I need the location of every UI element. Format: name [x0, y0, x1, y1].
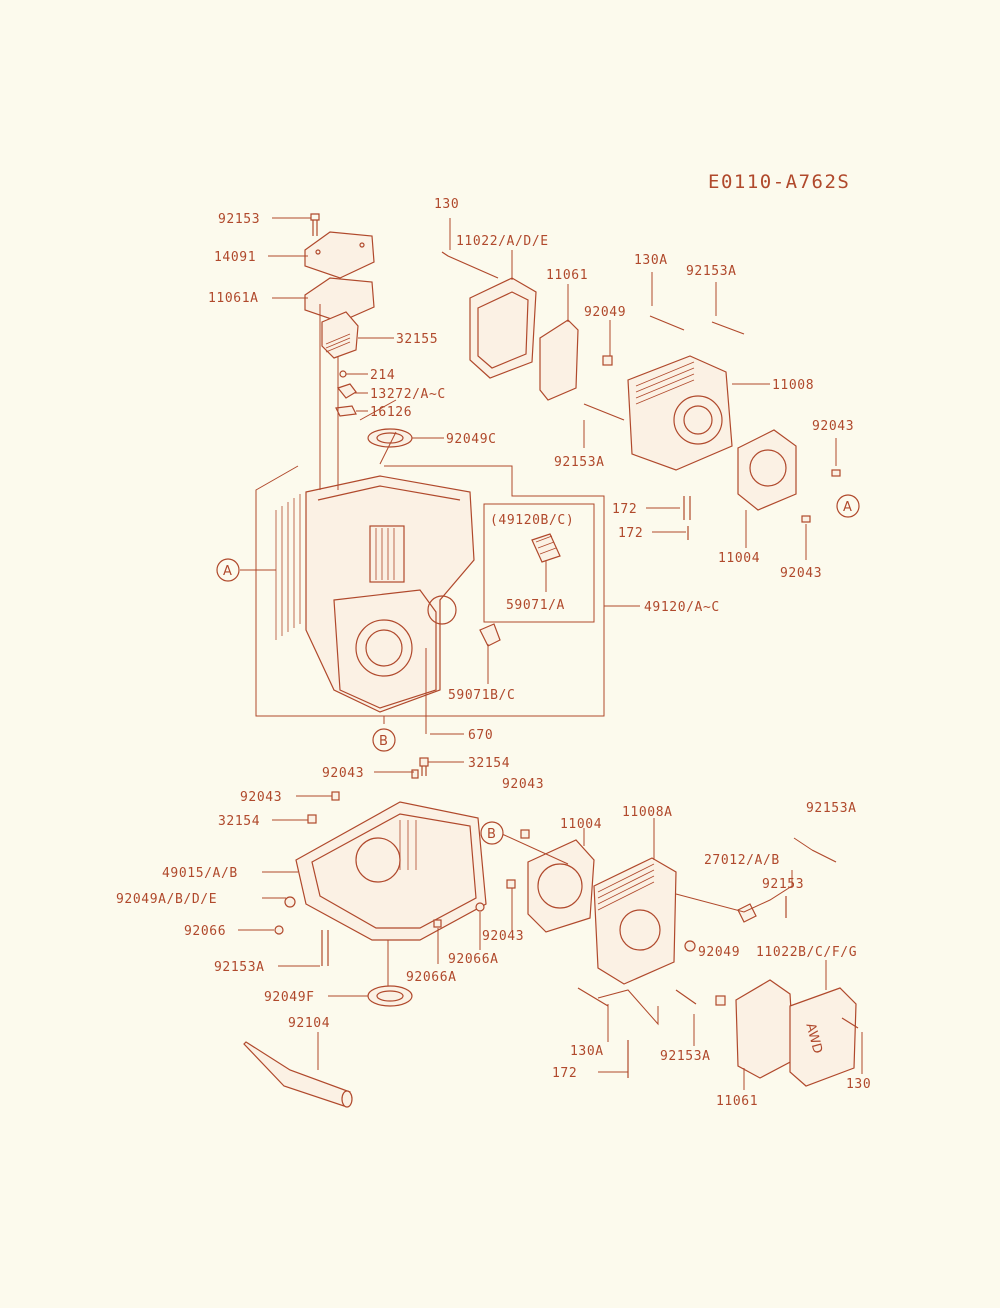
- label-92153a-bottom: 92153A: [660, 1049, 711, 1064]
- label-14091: 14091: [214, 250, 256, 265]
- breather-cover-assembly: [304, 213, 413, 448]
- label-16126: 16126: [370, 405, 412, 420]
- label-92043-left: 92043: [240, 790, 282, 805]
- label-92049-bottom: 92049: [698, 945, 740, 960]
- label-92043-r1: 92043: [812, 419, 854, 434]
- label-172-b: 172: [618, 526, 643, 541]
- ref-a-right: A: [843, 500, 852, 515]
- crankcase: [275, 475, 501, 713]
- label-11004-bottom: 11004: [560, 817, 602, 832]
- label-32154-left: 32154: [218, 814, 260, 829]
- label-92153a-right: 92153A: [806, 801, 857, 816]
- label-11061a: 11061A: [208, 291, 259, 306]
- label-92049c: 92049C: [446, 432, 497, 447]
- ref-circle-b-center: [372, 728, 396, 752]
- label-49120: 49120/A~C: [644, 600, 720, 615]
- label-92153-right: 92153: [762, 877, 804, 892]
- label-92153a-left: 92153A: [214, 960, 265, 975]
- rocker-cover-top: [441, 251, 579, 401]
- label-92066a-b: 92066A: [406, 970, 457, 985]
- label-92066a-a: 92066A: [448, 952, 499, 967]
- label-130a-bottom: 130A: [570, 1044, 604, 1059]
- label-130-bottom: 130: [846, 1077, 871, 1092]
- label-59071a: 59071/A: [506, 598, 565, 613]
- label-92043-center2: 92043: [502, 777, 544, 792]
- label-92153: 92153: [218, 212, 260, 227]
- label-11022bcfg: 11022B/C/F/G: [756, 945, 857, 960]
- label-92104: 92104: [288, 1016, 330, 1031]
- callout-brackets: [240, 304, 640, 734]
- label-27012: 27012/A/B: [704, 853, 780, 868]
- label-92043-mid: 92043: [322, 766, 364, 781]
- label-92049f: 92049F: [264, 990, 315, 1005]
- part-labels: 92153 14091 11061A 32155 214 13272/A~C 1…: [116, 197, 871, 1109]
- label-670: 670: [468, 728, 493, 743]
- cylinder-head-top: [583, 315, 841, 540]
- label-92049abde: 92049A/B/D/E: [116, 892, 217, 907]
- label-92043-r2: 92043: [780, 566, 822, 581]
- cylinder-head-bottom: AWD: [501, 829, 859, 1087]
- label-59071bc: 59071B/C: [448, 688, 515, 703]
- label-92043-center: 92043: [482, 929, 524, 944]
- diagram-code: E0110-A762S: [708, 171, 850, 193]
- label-92153a-mid: 92153A: [554, 455, 605, 470]
- reference-markers: A A B B: [216, 494, 860, 845]
- crankcase-cover: [243, 757, 487, 1108]
- label-11008a: 11008A: [622, 805, 673, 820]
- ref-b-center: B: [379, 734, 388, 749]
- label-92066: 92066: [184, 924, 226, 939]
- label-214: 214: [370, 368, 395, 383]
- label-130-top: 130: [434, 197, 459, 212]
- label-172-a: 172: [612, 502, 637, 517]
- label-11004-top: 11004: [718, 551, 760, 566]
- label-49120bc: (49120B/C): [490, 513, 574, 528]
- ref-a-left: A: [223, 564, 232, 579]
- label-11022: 11022/A/D/E: [456, 234, 549, 249]
- leader-lines: [238, 217, 863, 1090]
- ref-circle-a-left: [216, 558, 240, 582]
- ref-circle-a-right: [836, 494, 860, 518]
- label-49015: 49015/A/B: [162, 866, 238, 881]
- label-32155: 32155: [396, 332, 438, 347]
- label-11061-bottom: 11061: [716, 1094, 758, 1109]
- label-92049-top: 92049: [584, 305, 626, 320]
- label-172-bottom: 172: [552, 1066, 577, 1081]
- label-32154-top: 32154: [468, 756, 510, 771]
- label-11061-top: 11061: [546, 268, 588, 283]
- ref-b-lower: B: [487, 827, 496, 842]
- label-92153a-top: 92153A: [686, 264, 737, 279]
- label-130a-top: 130A: [634, 253, 668, 268]
- label-13272: 13272/A~C: [370, 387, 446, 402]
- label-11008: 11008: [772, 378, 814, 393]
- ref-circle-b-lower: [480, 821, 504, 845]
